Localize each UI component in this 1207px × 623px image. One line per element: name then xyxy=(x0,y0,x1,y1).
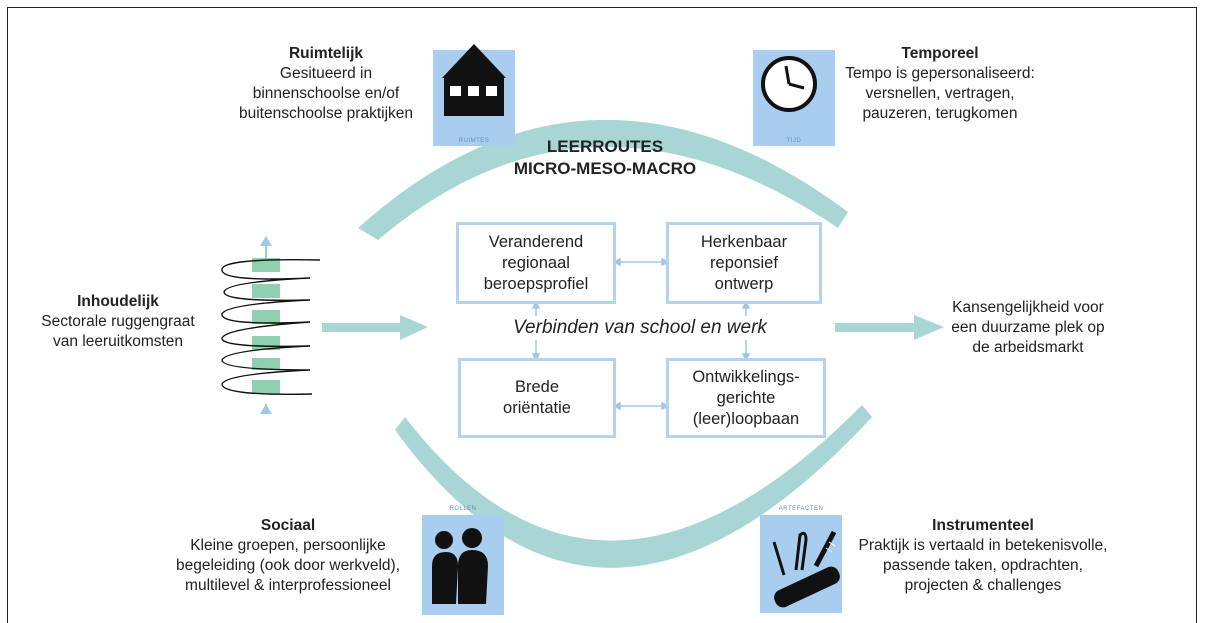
outcome-line: de arbeidsmarkt xyxy=(972,339,1084,356)
inhoudelijk-line: van leeruitkomsten xyxy=(52,333,184,350)
output-arrow xyxy=(835,315,944,340)
box-veranderend-beroepsprofiel: Veranderend regionaal beroepsprofiel xyxy=(456,222,616,304)
temporeel-block: Temporeel Tempo is gepersonaliseerd: ver… xyxy=(840,44,1040,124)
center-text: Verbinden van school en werk xyxy=(490,316,790,340)
ruimtes-icon-label: RUIMTES xyxy=(458,138,490,144)
ruimtelijk-line: buitenschoolse praktijken xyxy=(238,105,414,122)
upper-arc xyxy=(358,119,848,240)
tijd-icon-label: TIJD xyxy=(786,138,802,144)
ruimtelijk-line: binnenschoolse en/of xyxy=(252,85,400,102)
house-icon xyxy=(433,44,515,146)
center-title-line2: MICRO-MESO-MACRO xyxy=(513,159,697,178)
inhoudelijk-line: Sectorale ruggengraat xyxy=(41,313,195,330)
outcome-line: een duurzame plek op xyxy=(951,319,1105,336)
instrumenteel-line: Praktijk is vertaald in betekenisvolle, xyxy=(858,537,1108,554)
box-ontwikkelingsgerichte-loopbaan: Ontwikkelings- gerichte (leer)loopbaan xyxy=(666,358,826,438)
inhoudelijk-title: Inhoudelijk xyxy=(77,293,159,310)
frame xyxy=(7,7,1197,623)
swiss-knife-icon xyxy=(760,515,842,613)
sociaal-line: begeleiding (ook door werkveld), xyxy=(175,557,401,574)
clock-icon xyxy=(753,50,835,146)
outcome-block: Kansengelijkheid voor een duurzame plek … xyxy=(938,298,1118,358)
lower-arc xyxy=(395,405,872,568)
instrumenteel-title: Instrumenteel xyxy=(932,517,1034,534)
center-title-line1: LEERROUTES xyxy=(546,137,664,156)
box-text: Herkenbaar reponsief ontwerp xyxy=(700,232,788,293)
instrumenteel-line: projecten & challenges xyxy=(904,577,1062,594)
temporeel-line: pauzeren, terugkomen xyxy=(862,105,1018,122)
center-title: LEERROUTES MICRO-MESO-MACRO xyxy=(510,136,700,180)
box-text: Ontwikkelings- gerichte (leer)loopbaan xyxy=(692,367,800,428)
sociaal-title: Sociaal xyxy=(260,517,316,534)
box-brede-orientatie: Brede oriëntatie xyxy=(458,358,616,438)
rollen-icon-label: ROLLEN xyxy=(449,506,477,512)
temporeel-title: Temporeel xyxy=(901,45,979,62)
input-arrow xyxy=(322,315,428,340)
ruimtelijk-title: Ruimtelijk xyxy=(288,45,364,62)
ruimtelijk-line: Gesitueerd in xyxy=(279,65,373,82)
sociaal-line: multilevel & interprofessioneel xyxy=(185,577,391,594)
ruimtelijk-block: Ruimtelijk Gesitueerd in binnenschoolse … xyxy=(226,44,426,124)
box-herkenbaar-ontwerp: Herkenbaar reponsief ontwerp xyxy=(666,222,822,304)
temporeel-line: Tempo is gepersonaliseerd: xyxy=(845,65,1035,82)
instrumenteel-line: passende taken, opdrachten, xyxy=(883,557,1083,574)
sociaal-line: Kleine groepen, persoonlijke xyxy=(190,537,386,554)
box-text: Brede oriëntatie xyxy=(503,378,571,417)
people-icon xyxy=(422,515,504,615)
inhoudelijk-block: Inhoudelijk Sectorale ruggengraat van le… xyxy=(33,292,203,352)
sociaal-block: Sociaal Kleine groepen, persoonlijke beg… xyxy=(168,516,408,596)
instrumenteel-block: Instrumenteel Praktijk is vertaald in be… xyxy=(848,516,1118,596)
artefacten-icon-label: ARTEFACTEN xyxy=(778,506,824,512)
outcome-line: Kansengelijkheid voor xyxy=(952,299,1104,316)
box-connectors xyxy=(531,257,751,411)
temporeel-line: versnellen, vertragen, xyxy=(865,85,1015,102)
spine-icon xyxy=(221,236,321,414)
box-text: Veranderend regionaal beroepsprofiel xyxy=(483,232,589,293)
